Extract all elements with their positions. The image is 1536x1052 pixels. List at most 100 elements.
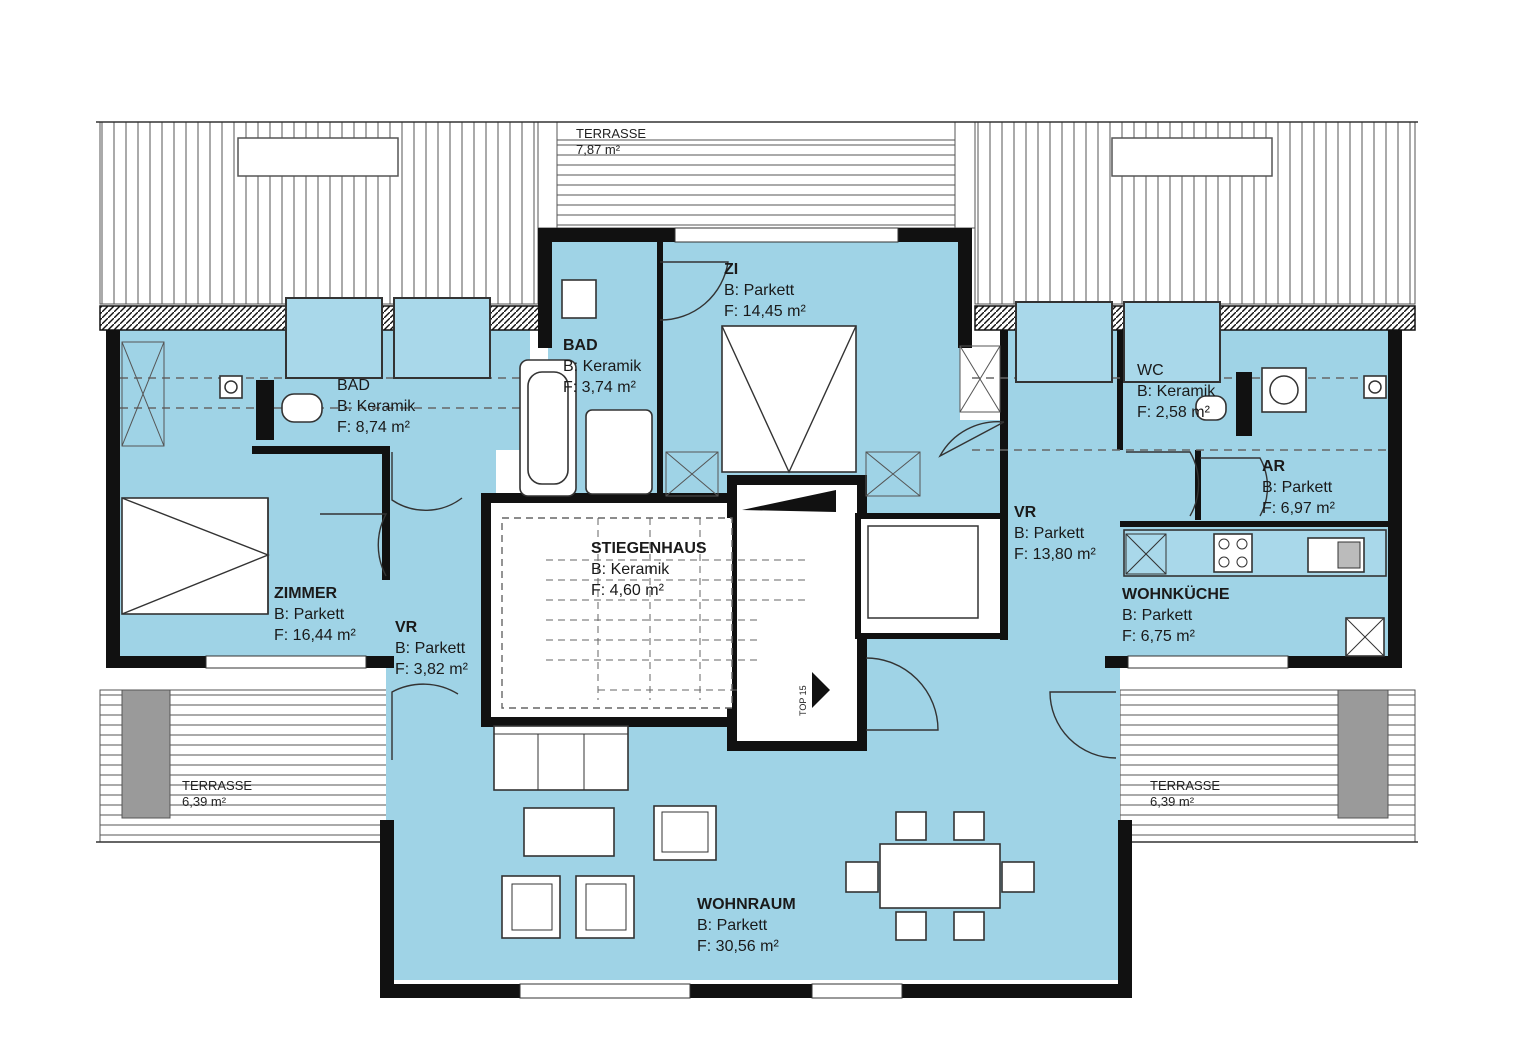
- terrace-left-planter: [121, 689, 171, 819]
- door-ar: [1200, 457, 1269, 517]
- room-area-zimmer: F: 16,44 m²: [274, 627, 356, 644]
- room-floor-bad-top: B: Keramik: [563, 358, 642, 375]
- coffee-table: [523, 807, 615, 857]
- wall-center-top-r: [898, 228, 970, 242]
- room-label-wohnraum: WOHNRAUM B: Parkett F: 30,56 m²: [697, 894, 796, 957]
- window-right-bottom: [1127, 655, 1289, 669]
- terrace-area-top: 7,87 m²: [576, 142, 621, 157]
- elevator-cab: [867, 525, 979, 619]
- terrace-name-left: TERRASSE: [182, 778, 253, 793]
- terrace-area-left: 6,39 m²: [182, 794, 227, 809]
- room-area-bad-left: F: 8,74 m²: [337, 419, 410, 436]
- stair-wedge: [742, 490, 836, 512]
- room-name-bad-top: BAD: [563, 337, 598, 354]
- skylight-right: [1111, 137, 1273, 177]
- terrace-top-wall-left: [537, 121, 558, 229]
- door-wohnraum-right: [1049, 691, 1117, 759]
- shower-tray: [585, 409, 653, 495]
- room-name-ar: AR: [1262, 458, 1286, 475]
- room-name-zi: ZI: [724, 261, 739, 278]
- room-label-stiegenhaus: STIEGENHAUS B: Keramik F: 4,60 m²: [591, 538, 707, 601]
- room-floor-wohnkueche: B: Parkett: [1122, 607, 1193, 624]
- kitchen-unit-left: [1125, 533, 1167, 575]
- wall-center-right: [958, 228, 972, 348]
- room-label-wc: WC B: Keramik F: 2,58 m²: [1137, 360, 1215, 423]
- toilet-tank-left: [256, 380, 274, 440]
- bed-zimmer: [121, 497, 269, 615]
- room-label-zi: ZI B: Parkett F: 14,45 m²: [724, 259, 806, 322]
- kitchen-unit-left-x2: [1125, 533, 1167, 575]
- door-zi: [659, 261, 729, 321]
- room-area-wohnkueche: F: 6,75 m²: [1122, 628, 1195, 645]
- window-top-center: [674, 227, 899, 243]
- room-label-ar: AR B: Parkett F: 6,97 m²: [1262, 456, 1335, 519]
- room-area-wc: F: 2,58 m²: [1137, 404, 1210, 421]
- terrace-label-right: TERRASSE 6,39 m²: [1150, 778, 1220, 810]
- window-left-bottom: [205, 655, 367, 669]
- room-name-wc: WC: [1137, 362, 1164, 379]
- room-name-bad-left: BAD: [337, 377, 370, 394]
- fridge-right-x2: [1345, 617, 1385, 657]
- bathtub-inner: [527, 371, 569, 485]
- dormer-right-2: [1123, 301, 1221, 383]
- room-name-vr-left: VR: [395, 619, 418, 636]
- room-floor-vr-right: B: Parkett: [1014, 525, 1085, 542]
- terrace-label-top: TERRASSE 7,87 m²: [576, 126, 646, 158]
- unit-label: TOP 15: [798, 685, 808, 716]
- bed-zi-cover: [721, 325, 857, 474]
- wardrobe-vr-right: [959, 345, 1001, 413]
- door-vr-left: [391, 683, 459, 760]
- wall-right-outer: [1388, 330, 1402, 664]
- wall-center-left: [538, 228, 552, 348]
- wall-center-top: [538, 228, 675, 242]
- terrace-name-right: TERRASSE: [1150, 778, 1221, 793]
- kitchen-sink-bowl: [1337, 541, 1361, 569]
- wardrobe-vr-right-x2: [959, 345, 1001, 413]
- wall-wohnraum-left: [380, 820, 394, 996]
- wardrobe-zi-left-x2: [665, 451, 719, 497]
- door-stair: [865, 657, 939, 731]
- room-floor-wc: B: Keramik: [1137, 383, 1216, 400]
- wall-wohnraum-bottom: [380, 984, 1132, 998]
- room-area-stiegenhaus: F: 4,60 m²: [591, 582, 664, 599]
- room-area-vr-right: F: 13,80 m²: [1014, 546, 1096, 563]
- room-label-vr-left: VR B: Parkett F: 3,82 m²: [395, 617, 468, 680]
- chair-1: [895, 811, 927, 841]
- toilet-left: [281, 393, 323, 423]
- dining-table: [879, 843, 1001, 909]
- room-label-bad-top: BAD B: Keramik F: 3,74 m²: [563, 335, 641, 398]
- room-label-bad-left: BAD B: Keramik F: 8,74 m²: [337, 375, 415, 438]
- room-area-zi: F: 14,45 m²: [724, 303, 806, 320]
- wardrobe-left: [121, 341, 165, 447]
- dormer-right-1: [1015, 301, 1113, 383]
- wardrobe-zi-right: [865, 451, 921, 497]
- terrace-area-right: 6,39 m²: [1150, 794, 1195, 809]
- wardrobe-zi-right-x2: [865, 451, 921, 497]
- room-floor-bad-left: B: Keramik: [337, 398, 416, 415]
- chair-5: [845, 861, 879, 893]
- room-floor-wohnraum: B: Parkett: [697, 917, 768, 934]
- wardrobe-zi-left: [665, 451, 719, 497]
- toilet-tank-wc: [1236, 372, 1252, 436]
- bed-zi: [721, 325, 857, 473]
- fixtures: [219, 279, 1387, 657]
- washbasin-top: [561, 279, 597, 319]
- roof-decking: [96, 121, 1418, 843]
- stair-flight: [501, 517, 733, 709]
- window-bottom-right: [811, 983, 903, 999]
- tv-stand-inner: [661, 811, 709, 853]
- hob-ring-1: [1218, 538, 1230, 550]
- room-label-zimmer: ZIMMER B: Parkett F: 16,44 m²: [274, 583, 356, 646]
- stairs: [501, 490, 836, 709]
- room-name-vr-right: VR: [1014, 504, 1037, 521]
- room-name-wohnraum: WOHNRAUM: [697, 896, 796, 913]
- chair-3: [895, 911, 927, 941]
- door-vr-right: [938, 421, 1005, 458]
- room-name-zimmer: ZIMMER: [274, 585, 338, 602]
- room-name-wohnkueche: WOHNKÜCHE: [1122, 586, 1230, 603]
- terrace-right-planter: [1337, 689, 1389, 819]
- door-bad-left: [391, 452, 463, 511]
- room-area-wohnraum: F: 30,56 m²: [697, 938, 779, 955]
- chair-4: [953, 911, 985, 941]
